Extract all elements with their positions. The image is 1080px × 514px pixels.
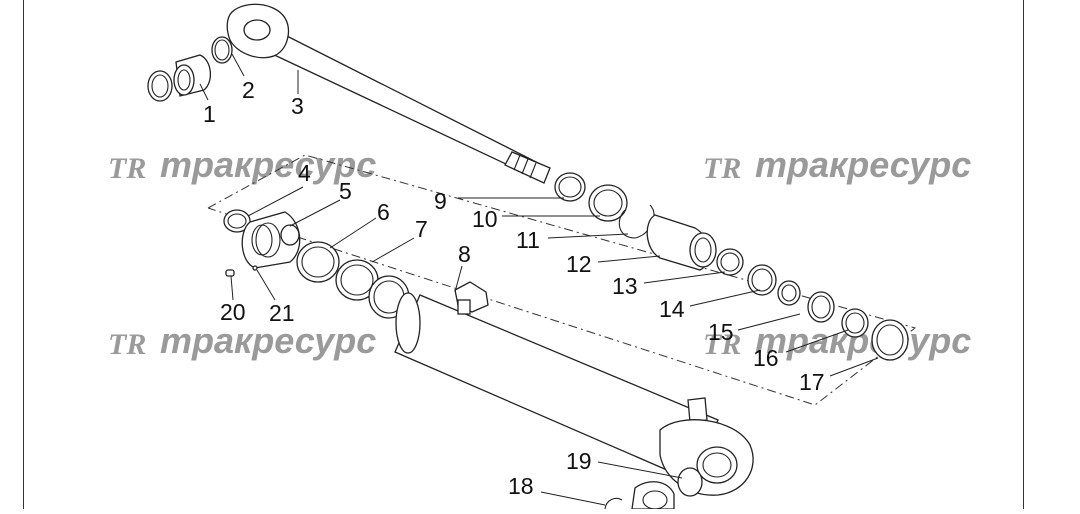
watermark-logo: TR [108, 152, 146, 185]
frame-right-border [1023, 0, 1024, 509]
callout-1: 1 [203, 101, 216, 127]
barrel-eye-bushing-set [604, 467, 703, 510]
watermark-bottom-left: TR тракресурс [108, 320, 376, 361]
piston-rod [226, 3, 551, 184]
callout-19: 19 [566, 448, 592, 474]
leader-lines [199, 53, 879, 506]
callout-17: 17 [799, 369, 825, 395]
gland-seal-parts [554, 172, 909, 361]
piston-seal-parts [223, 209, 410, 319]
callout-18: 18 [508, 473, 534, 499]
watermark-text: тракресурс [160, 320, 376, 361]
callout-15: 15 [708, 319, 734, 345]
callout-16: 16 [753, 345, 779, 371]
seal-kit-outline [207, 154, 917, 406]
callout-21: 21 [269, 300, 295, 326]
watermark-logo: TR [703, 328, 741, 361]
callout-2: 2 [242, 77, 255, 103]
callout-20: 20 [220, 299, 246, 325]
frame-left-border [23, 0, 24, 509]
callout-14: 14 [659, 296, 685, 322]
rod-eye-bushing-set [147, 36, 233, 102]
watermark-logo: TR [108, 328, 146, 361]
callout-6: 6 [377, 199, 390, 225]
watermark-text: тракресурс [755, 144, 971, 185]
callout-11: 11 [516, 227, 540, 253]
callout-13: 13 [612, 273, 638, 299]
watermark-top-left: TR тракресурс [108, 144, 376, 185]
callout-5: 5 [339, 178, 352, 204]
callout-labels: 1 2 3 4 5 6 7 8 9 10 11 12 13 14 15 16 1… [203, 77, 825, 499]
callout-4: 4 [298, 160, 311, 186]
callout-12: 12 [566, 251, 592, 277]
callout-3: 3 [291, 93, 304, 119]
watermark-top-right: TR тракресурс [703, 144, 971, 185]
watermark-bottom-right: TR тракресурс [703, 320, 971, 361]
callout-7: 7 [415, 216, 428, 242]
watermark-logo: TR [703, 152, 741, 185]
callout-9: 9 [434, 188, 447, 214]
callout-10: 10 [472, 206, 498, 232]
callout-8: 8 [458, 241, 471, 267]
